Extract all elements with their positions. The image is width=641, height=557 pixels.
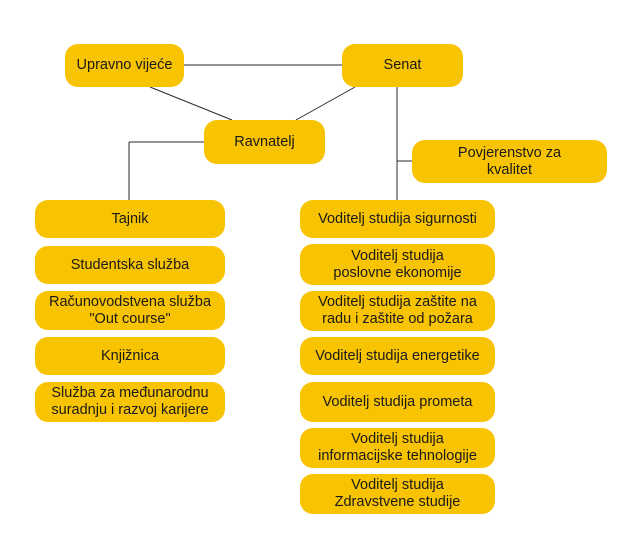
node-voditelj-zdravstvene-studije: Voditelj studija Zdravstvene studije [300,474,495,514]
node-label: Knjižnica [100,347,160,364]
node-senat: Senat [342,44,463,87]
node-racunovodstvena-sluzba: Računovodstvena služba "Out course" [35,291,225,330]
node-voditelj-informacijske-tehnologije: Voditelj studija informacijske tehnologi… [300,428,495,468]
node-povjerenstvo: Povjerenstvo za kvalitet [412,140,607,183]
node-label: Voditelj studija zaštite na radu i zašti… [318,294,477,327]
node-label: Služba za međunarodnu suradnju i razvoj … [51,385,209,418]
node-tajnik: Tajnik [35,200,225,238]
node-label: Voditelj studija informacijske tehnologi… [318,431,477,464]
node-label: Računovodstvena služba "Out course" [48,293,212,327]
node-knjiznica: Knjižnica [35,337,225,375]
node-label: Voditelj studija poslovne ekonomije [333,247,462,281]
line-vijece-ravnatelj [149,86,233,121]
node-label: Tajnik [111,210,149,227]
node-label: Voditelj studija Zdravstvene studije [334,477,461,510]
node-studentska-sluzba: Studentska služba [35,246,225,284]
node-label: Voditelj studija prometa [322,393,473,410]
node-ravnatelj: Ravnatelj [204,120,325,164]
node-voditelj-prometa: Voditelj studija prometa [300,382,495,422]
node-voditelj-zastite-na-radu: Voditelj studija zaštite na radu i zašti… [300,291,495,331]
node-label: Voditelj studija energetike [315,347,480,364]
node-label: Povjerenstvo za kvalitet [457,144,562,178]
node-voditelj-sigurnosti: Voditelj studija sigurnosti [300,200,495,238]
node-label: Ravnatelj [234,133,295,150]
node-label: Studentska služba [70,256,190,273]
node-voditelj-energetike: Voditelj studija energetike [300,337,495,375]
line-senat-ravnatelj [295,86,356,121]
node-label: Upravno vijeće [76,57,173,73]
node-label: Voditelj studija sigurnosti [318,210,477,227]
node-sluzba-medunarodna: Služba za međunarodnu suradnju i razvoj … [35,382,225,422]
node-voditelj-poslovne-ekonomije: Voditelj studija poslovne ekonomije [300,244,495,285]
node-upravno-vijece: Upravno vijeće [65,44,184,87]
node-label: Senat [383,57,422,73]
